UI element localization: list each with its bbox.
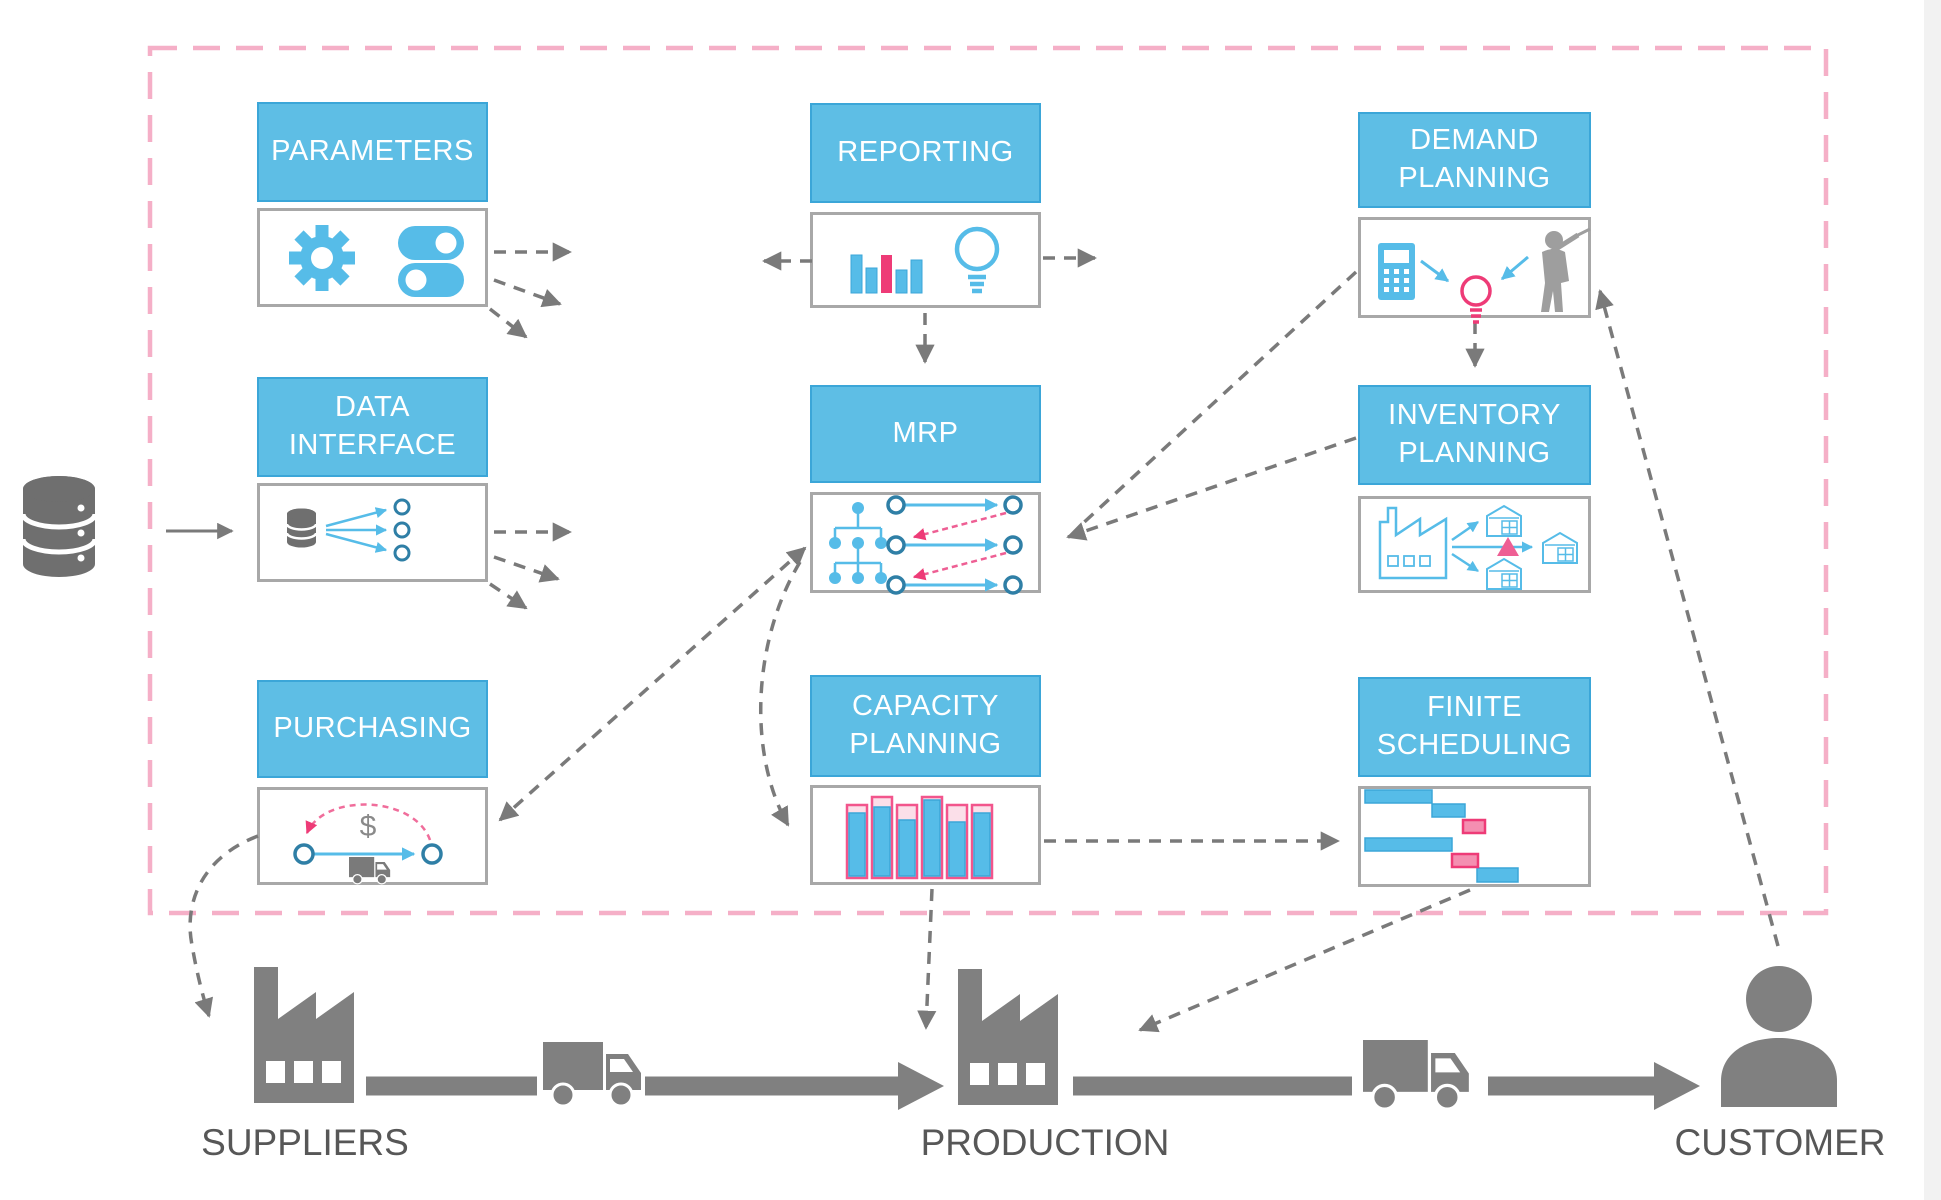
production-label: PRODUCTION [920, 1122, 1170, 1163]
module-header-demand-planning: DEMAND PLANNING [1358, 112, 1591, 208]
connector-data-interface-out-3 [489, 582, 528, 610]
connector-customer-to-demand-planning [1595, 289, 1780, 947]
connector-parameters-out-3 [488, 307, 528, 339]
module-header-capacity-planning: CAPACITY PLANNING [810, 675, 1041, 777]
connector-demand-planning-to-mrp [1078, 270, 1358, 528]
module-header-purchasing: PURCHASING [257, 680, 488, 778]
module-header-finite-scheduling: FINITE SCHEDULING [1358, 677, 1591, 777]
demand-planning-icon-panel [1358, 217, 1591, 318]
module-label: DEMAND PLANNING [1398, 124, 1551, 194]
module-header-reporting: REPORTING [810, 103, 1041, 203]
inventory-planning-icon-panel [1358, 496, 1591, 593]
module-label: CAPACITY PLANNING [849, 690, 1002, 760]
page-edge-strip [1924, 0, 1941, 1200]
connector-purchasing-to-suppliers [188, 834, 259, 1018]
module-label: PARAMETERS [271, 135, 474, 168]
module-header-data-interface: DATA INTERFACE [257, 377, 488, 477]
capacity-planning-icon-panel [810, 785, 1041, 885]
suppliers-label: SUPPLIERS [201, 1122, 409, 1163]
flow-arrowhead-production [898, 1062, 944, 1110]
dashed-connectors [188, 242, 1780, 1033]
finite-scheduling-icon-panel [1358, 786, 1591, 887]
delivery-truck-icon [1363, 1040, 1469, 1111]
production-factory-icon [958, 969, 1058, 1105]
connector-capacity-to-production [917, 888, 937, 1030]
connector-inventory-planning-to-mrp [1066, 436, 1357, 541]
purchasing-icon-panel [257, 787, 488, 885]
module-label: PURCHASING [273, 712, 472, 745]
source-database-icon [20, 476, 98, 577]
module-header-mrp: MRP [810, 385, 1041, 483]
supplier-factory-icon [254, 967, 354, 1103]
module-label: DATA INTERFACE [288, 391, 457, 461]
reporting-icon-panel [810, 212, 1041, 308]
module-label: MRP [892, 417, 959, 450]
connector-mrp-purchasing-double [498, 546, 807, 822]
customer-person-icon [1721, 966, 1837, 1107]
customer-label: CUSTOMER [1674, 1122, 1886, 1163]
mrp-icon-panel [810, 492, 1041, 593]
module-header-inventory-planning: INVENTORY PLANNING [1358, 385, 1591, 485]
connector-parameters-out-2 [493, 278, 562, 308]
module-label: INVENTORY PLANNING [1388, 399, 1561, 469]
delivery-truck-icon [543, 1042, 641, 1108]
connector-mrp-to-capacity [759, 561, 802, 827]
module-label: REPORTING [837, 136, 1014, 169]
data-interface-icon-panel [257, 483, 488, 582]
parameters-icon-panel [257, 208, 488, 307]
flow-arrowhead-customer [1654, 1062, 1700, 1110]
module-label: FINITE SCHEDULING [1376, 691, 1573, 761]
module-header-parameters: PARAMETERS [257, 102, 488, 202]
connector-data-interface-out-2 [493, 555, 560, 583]
connector-finite-to-production [1138, 888, 1471, 1033]
